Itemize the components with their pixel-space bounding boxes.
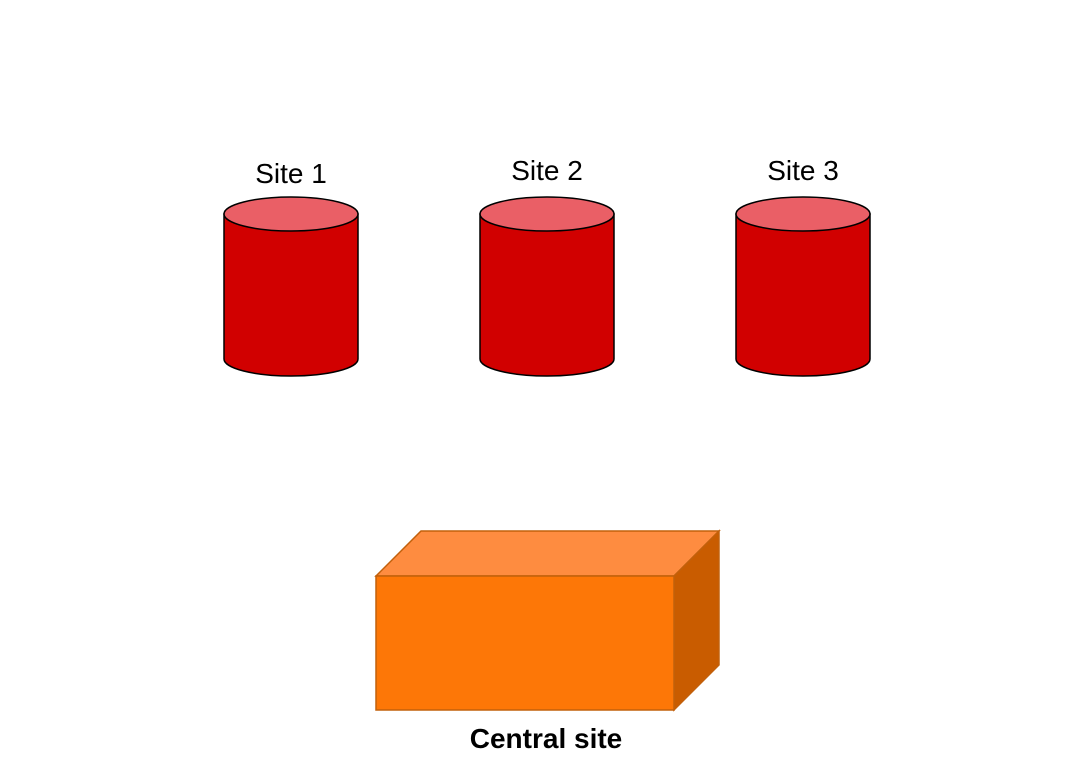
site-1-label: Site 1 <box>255 158 327 189</box>
site-1-node: Site 1 <box>223 158 359 377</box>
central-site-node: Central site <box>374 529 721 754</box>
site-1-database-icon <box>223 196 359 377</box>
site-1-cylinder-top <box>223 196 359 232</box>
site-2-cylinder-body <box>479 213 615 377</box>
site-3-node: Site 3 <box>735 155 871 377</box>
site-1-cylinder-body <box>223 213 359 377</box>
site-2-label: Site 2 <box>511 155 583 186</box>
central-box-top-face <box>374 530 721 577</box>
site-3-database-icon <box>735 196 871 377</box>
central-site-box-icon <box>374 529 721 712</box>
site-3-label: Site 3 <box>767 155 839 186</box>
site-3-cylinder-body <box>735 213 871 377</box>
site-3-cylinder-top <box>735 196 871 232</box>
site-2-cylinder-top <box>479 196 615 232</box>
central-site-label: Central site <box>470 723 623 754</box>
central-box-front-face <box>375 575 675 711</box>
site-2-node: Site 2 <box>479 155 615 377</box>
site-2-database-icon <box>479 196 615 377</box>
